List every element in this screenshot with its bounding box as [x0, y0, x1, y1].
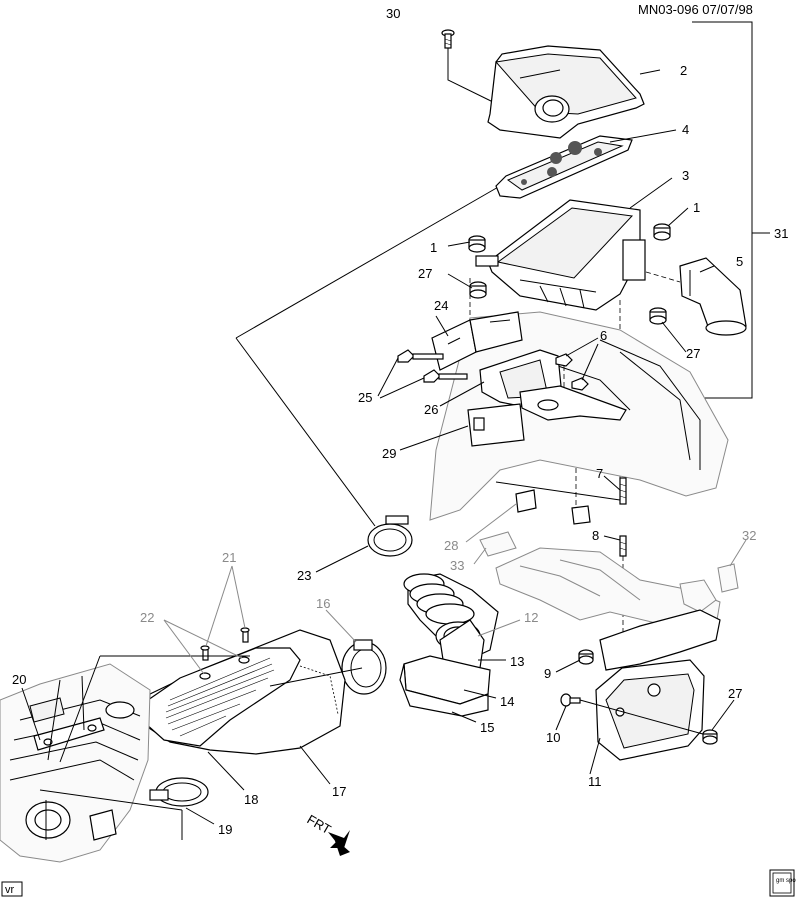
- hose-clamp-23: [367, 515, 413, 557]
- assembly-bracket-31: [692, 21, 770, 399]
- callout-29: 29: [382, 446, 396, 461]
- clip-32: [717, 563, 739, 593]
- callout-22: 22: [140, 610, 154, 625]
- callout-1-right: 1: [693, 200, 700, 215]
- callout-20: 20: [12, 672, 26, 687]
- bolt-6-a: [555, 353, 573, 390]
- grommet-9: [578, 649, 594, 665]
- duct-elbow-5: [645, 257, 747, 336]
- washer-22-b: [238, 656, 250, 664]
- gm-spo-logo-text: gm spo: [776, 878, 796, 884]
- callout-24: 24: [434, 298, 448, 313]
- callout-15: 15: [480, 720, 494, 735]
- engine-block: [0, 663, 151, 863]
- callout-31: 31: [774, 226, 788, 241]
- grommet-27-right: [649, 307, 667, 325]
- bolt-6-b: [571, 377, 589, 391]
- callout-16: 16: [316, 596, 330, 611]
- bolt-25-a: [397, 349, 444, 363]
- callout-9: 9: [544, 666, 551, 681]
- callout-28: 28: [444, 538, 458, 553]
- callout-27-lower: 27: [728, 686, 742, 701]
- callout-8: 8: [592, 528, 599, 543]
- air-cleaner-housing-3: [475, 199, 646, 311]
- grommet-1-left: [468, 235, 486, 253]
- callout-30: 30: [386, 6, 400, 21]
- callout-6: 6: [600, 328, 607, 343]
- callout-27-upper-left: 27: [418, 266, 432, 281]
- callout-10: 10: [546, 730, 560, 745]
- bolt-10: [560, 693, 711, 737]
- callout-4: 4: [682, 122, 689, 137]
- support-29: [467, 403, 525, 447]
- hose-clamp-16: [341, 639, 387, 695]
- callout-2: 2: [680, 63, 687, 78]
- clip-33: [479, 531, 517, 557]
- hose-clamp-19: [149, 777, 209, 807]
- callout-19: 19: [218, 822, 232, 837]
- callout-14: 14: [500, 694, 514, 709]
- callout-32: 32: [742, 528, 756, 543]
- footer-left-badge-text: vr: [5, 884, 15, 896]
- callout-33: 33: [450, 558, 464, 573]
- bolt-21-b: [240, 627, 250, 643]
- grommet-27-left: [469, 281, 487, 299]
- grommet-1-right: [653, 223, 671, 241]
- grommet-27-lower: [702, 729, 718, 745]
- callout-3: 3: [682, 168, 689, 183]
- callout-23: 23: [297, 568, 311, 583]
- gm-spo-logo: gm spo: [769, 869, 796, 897]
- bolt-21-a: [200, 645, 210, 661]
- callout-7: 7: [596, 466, 603, 481]
- bolt-25-b: [423, 369, 468, 383]
- callout-21: 21: [222, 550, 236, 565]
- resonator-15: [399, 663, 489, 717]
- front-direction-arrow: [328, 830, 350, 856]
- callout-leaders: [21, 69, 747, 825]
- mounting-tab-28: [515, 489, 591, 525]
- air-filter-element-4: [495, 135, 633, 199]
- callout-17: 17: [332, 784, 346, 799]
- callout-1-left: 1: [430, 240, 437, 255]
- callout-11: 11: [588, 774, 602, 789]
- diagram-code: MN03-096 07/07/98: [638, 2, 753, 17]
- footer-left-badge: vr: [1, 881, 23, 897]
- bracket-6: [519, 385, 627, 421]
- left-assembly-lines: [39, 655, 363, 840]
- callout-13: 13: [510, 654, 524, 669]
- intake-duct-12: [403, 573, 499, 661]
- callout-12: 12: [524, 610, 538, 625]
- callout-27-upper-right: 27: [686, 346, 700, 361]
- air-cleaner-cover-2: [487, 45, 645, 139]
- callout-labels: 30 2 4 3 1 1 31 5 27 27 24 6 25 26 29 7 …: [12, 6, 788, 837]
- stud-7: [619, 477, 627, 505]
- callout-18: 18: [244, 792, 258, 807]
- screw-30: [441, 29, 494, 103]
- bracket-20: [33, 717, 105, 751]
- callout-5: 5: [736, 254, 743, 269]
- washer-22-a: [199, 672, 211, 680]
- engine-cover-18: [145, 647, 301, 747]
- callout-25: 25: [358, 390, 372, 405]
- resonator-11: [595, 609, 721, 761]
- callout-26: 26: [424, 402, 438, 417]
